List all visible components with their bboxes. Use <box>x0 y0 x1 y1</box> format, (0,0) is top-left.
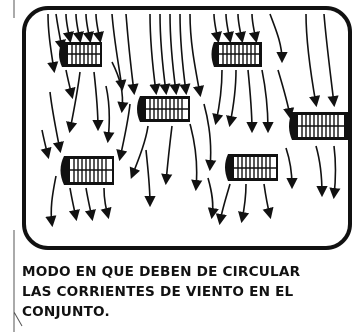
wind-arrow <box>100 187 112 220</box>
wind-arrow <box>40 129 52 160</box>
caption-line-1: MODO EN QUE DEBEN DE CIRCULAR <box>22 264 301 280</box>
wind-arrow <box>238 183 250 224</box>
wind-arrow <box>111 61 129 114</box>
building-unit-center <box>137 96 190 122</box>
wind-arrow <box>329 145 341 200</box>
wind-arrow <box>49 91 64 154</box>
site-enclosure-outline <box>22 6 352 250</box>
wind-arrow <box>92 13 104 44</box>
wind-arrow <box>169 13 181 96</box>
wind-arrow <box>305 13 321 108</box>
wind-arrow <box>72 13 84 44</box>
wind-arrow <box>103 85 115 144</box>
wind-arrow <box>212 69 224 126</box>
wind-arrow <box>62 13 74 44</box>
wind-arrow <box>47 13 59 74</box>
caption-line-2: LAS CORRIENTES DE VIENTO EN EL <box>22 284 294 300</box>
diagram-caption: MODO EN QUE DEBEN DE CIRCULAR LAS CORRIE… <box>22 262 358 322</box>
wind-arrow <box>248 13 260 44</box>
wind-arrow <box>45 175 57 228</box>
wind-arrow <box>189 13 205 98</box>
caption-line-3: CONJUNTO. <box>22 304 110 320</box>
printed-frame-marks <box>13 0 23 332</box>
wind-arrow <box>82 13 94 44</box>
wind-arrow <box>207 177 219 220</box>
building-unit-top-right <box>211 42 262 67</box>
wind-arrow <box>246 69 258 134</box>
wind-arrow <box>161 125 173 186</box>
building-unit-bottom-right <box>225 154 278 181</box>
wind-arrow <box>179 13 191 96</box>
building-unit-top-left <box>59 42 102 67</box>
wind-arrow <box>144 149 156 208</box>
wind-arrow <box>323 13 339 108</box>
wind-arrow <box>203 103 217 172</box>
wind-arrow <box>215 183 231 226</box>
wind-arrow <box>269 13 288 64</box>
wind-arrow <box>111 13 127 92</box>
wind-arrow <box>234 13 246 44</box>
wind-arrow <box>64 69 76 100</box>
wind-arrow <box>68 187 80 222</box>
building-unit-right <box>289 112 348 140</box>
wind-arrow <box>315 145 328 198</box>
wind-arrow <box>149 13 161 96</box>
wind-arrow <box>210 13 222 44</box>
wind-arrow <box>66 71 81 134</box>
wind-arrow <box>129 125 149 179</box>
wind-arrow <box>116 103 131 162</box>
wind-arrow <box>159 13 171 96</box>
wind-arrow <box>54 13 66 52</box>
wind-current-arrows <box>40 13 341 228</box>
wind-arrow <box>262 183 274 220</box>
wind-arrow <box>92 71 104 132</box>
wind-arrow <box>261 69 274 134</box>
wind-arrow <box>285 147 298 190</box>
wind-arrow <box>189 123 203 192</box>
wind-arrow <box>226 69 238 128</box>
wind-arrow <box>277 69 295 120</box>
wind-arrow <box>84 187 96 222</box>
wind-arrow <box>222 13 234 44</box>
wind-arrow <box>125 13 139 96</box>
building-unit-bottom-left <box>60 156 114 185</box>
